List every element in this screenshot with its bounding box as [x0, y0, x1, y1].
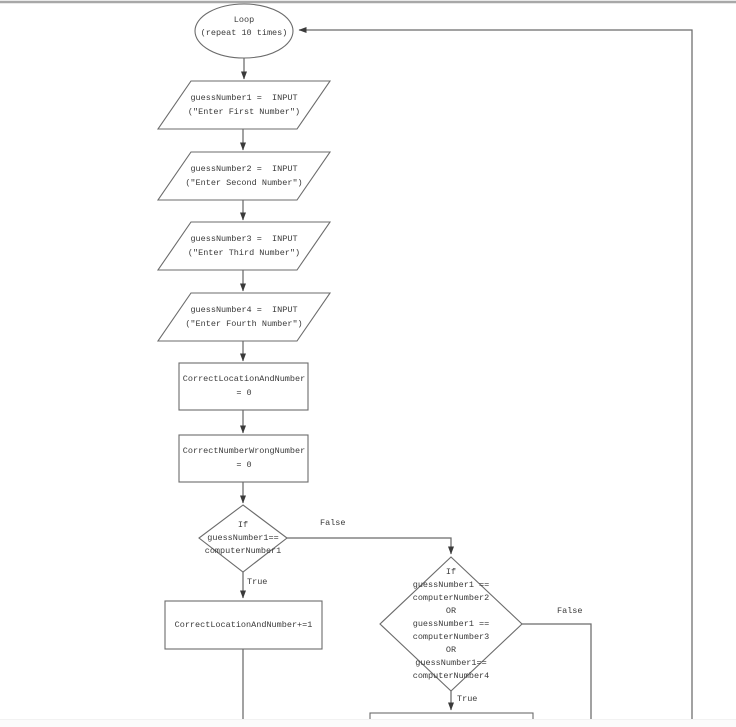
text-line: OR: [445, 606, 457, 616]
text-line: guessNumber1==: [207, 533, 279, 543]
text-line: CorrectLocationAndNumber+=1: [174, 620, 313, 630]
edge-label-false-2: False: [557, 606, 583, 616]
text-line: If: [237, 520, 249, 530]
text-line: computerNumber3: [412, 632, 490, 642]
text-line: = 0: [236, 460, 252, 470]
decision-diamond-1: [198, 504, 288, 573]
text-line: computerNumber4: [412, 671, 490, 681]
process-1-label: CorrectLocationAndNumber = 0: [174, 372, 314, 400]
text-line: guessNumber4 = INPUT: [190, 305, 298, 315]
text-line: OR: [445, 645, 457, 655]
text-line: computerNumber1: [204, 546, 282, 556]
process-rect-4-partial: [369, 712, 534, 727]
io-4-label: guessNumber4 = INPUT ("Enter Fourth Numb…: [154, 303, 334, 331]
connector-decision1-false-to-decision2: [287, 537, 454, 555]
text-line: If: [445, 567, 457, 577]
io-2-label: guessNumber2 = INPUT ("Enter Second Numb…: [154, 162, 334, 190]
text-line: = 0: [236, 388, 252, 398]
terminal-label: Loop (repeat 10 times): [169, 14, 319, 40]
text-line: guessNumber1 = INPUT: [190, 93, 298, 103]
decision-diamond-2: [379, 556, 523, 692]
text-line: CorrectLocationAndNumber: [182, 374, 306, 384]
text-line: guessNumber3 = INPUT: [190, 234, 298, 244]
io-parallelogram-3: [156, 221, 332, 271]
edge-label-true-2: True: [457, 694, 478, 704]
text-line: (repeat 10 times): [200, 28, 288, 38]
decision-2-label: If guessNumber1 == computerNumber2 OR gu…: [391, 566, 511, 683]
io-3-label: guessNumber3 = INPUT ("Enter Third Numbe…: [154, 232, 334, 260]
text-line: guessNumber1==: [415, 658, 487, 668]
process-rect-1: [178, 362, 309, 411]
io-1-label: guessNumber1 = INPUT ("Enter First Numbe…: [154, 91, 334, 119]
text-line: ("Enter Third Number"): [187, 248, 301, 258]
loop-back-connector: [298, 27, 693, 727]
text-line: Loop: [233, 15, 255, 25]
text-line: ("Enter First Number"): [187, 107, 301, 117]
text-line: ("Enter Fourth Number"): [185, 319, 303, 329]
io-parallelogram-4: [156, 292, 332, 342]
process-rect-2: [178, 434, 309, 483]
text-line: guessNumber1 ==: [412, 580, 490, 590]
decision-1-label: If guessNumber1== computerNumber1: [183, 519, 303, 558]
page-bottom-edge: [0, 719, 736, 727]
text-line: ("Enter Second Number"): [185, 178, 303, 188]
process-2-label: CorrectNumberWrongNumber = 0: [174, 444, 314, 472]
edge-label-false-1: False: [320, 518, 346, 528]
text-line: guessNumber2 = INPUT: [190, 164, 298, 174]
process-rect-3: [164, 600, 323, 650]
edge-label-true-1: True: [247, 577, 268, 587]
connector-decision2-false-down: [522, 623, 592, 727]
text-line: computerNumber2: [412, 593, 490, 603]
text-line: CorrectNumberWrongNumber: [182, 446, 306, 456]
io-parallelogram-2: [156, 151, 332, 201]
process-3-label: CorrectLocationAndNumber+=1: [165, 618, 322, 632]
io-parallelogram-1: [156, 80, 332, 130]
text-line: guessNumber1 ==: [412, 619, 490, 629]
